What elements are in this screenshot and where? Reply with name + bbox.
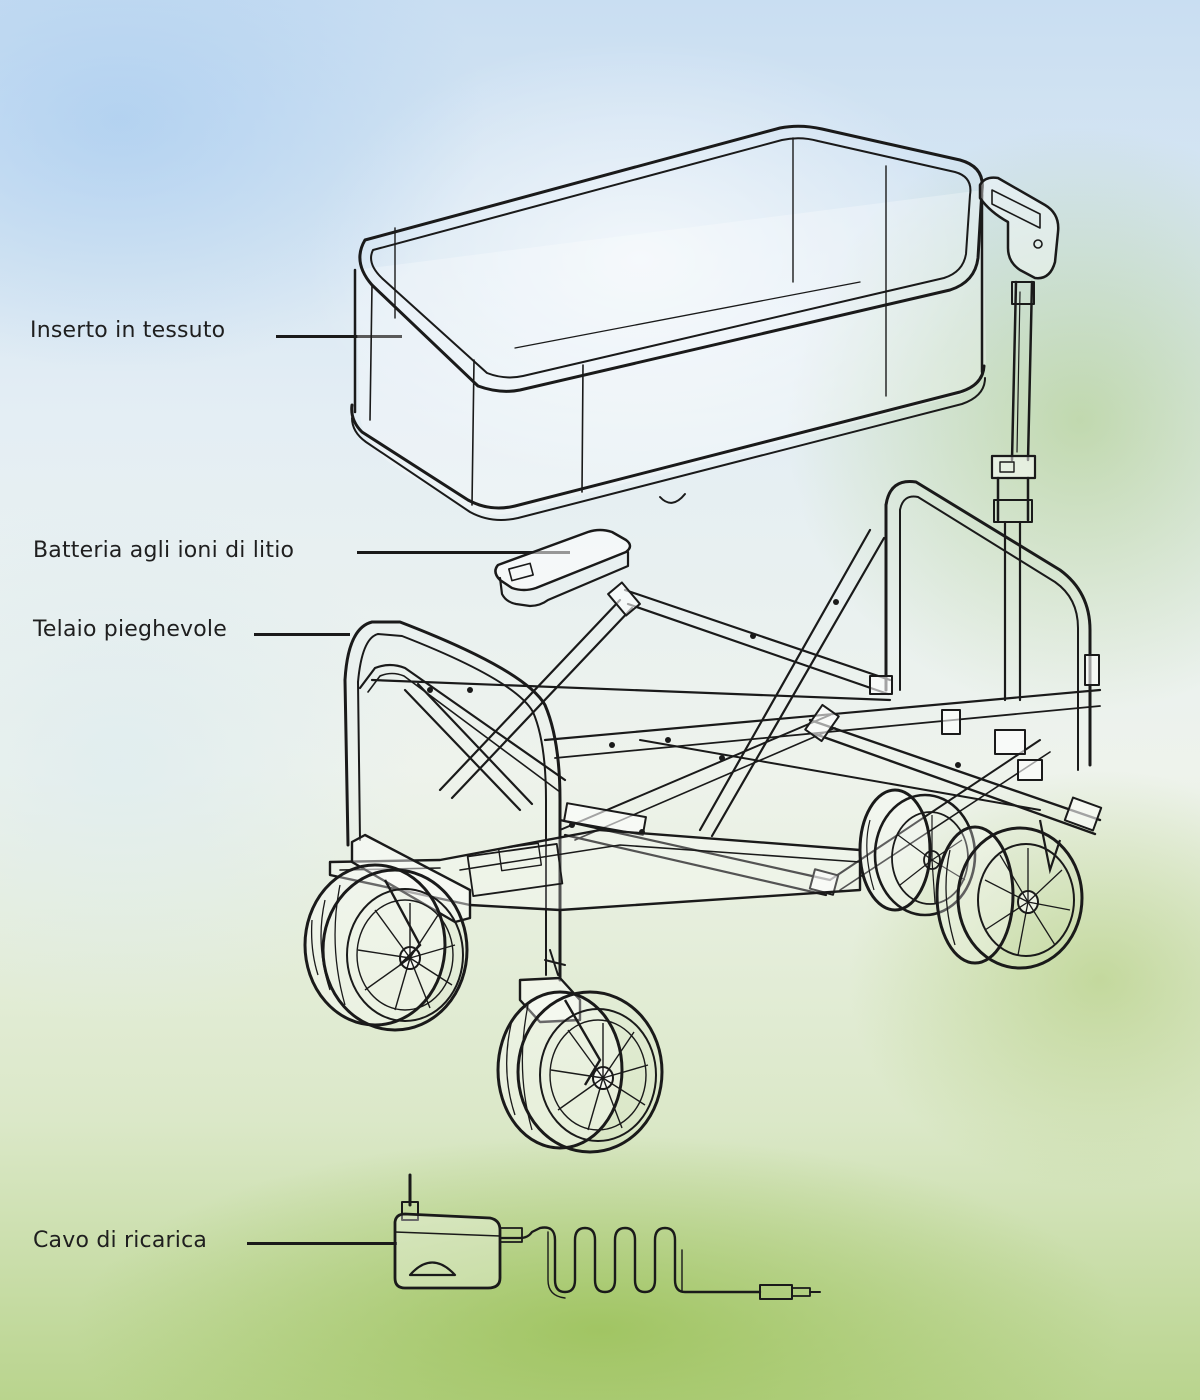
pull-handle-drawing bbox=[980, 178, 1058, 700]
label-charging-cable: Cavo di ricarica bbox=[33, 1228, 208, 1253]
leader-line-charging-cable bbox=[247, 1242, 397, 1245]
wheel-rear-front bbox=[937, 820, 1082, 968]
label-fabric-insert: Inserto in tessuto bbox=[30, 318, 226, 343]
leader-line-folding-frame bbox=[254, 633, 350, 636]
folding-frame-drawing bbox=[330, 481, 1101, 1022]
wheel-front-right bbox=[498, 992, 662, 1152]
label-battery: Batteria agli ioni di litio bbox=[33, 538, 295, 563]
fabric-insert-drawing bbox=[352, 126, 986, 520]
leader-line-fabric-insert bbox=[276, 335, 402, 338]
wheel-front-left bbox=[305, 865, 467, 1030]
leader-line-battery bbox=[357, 551, 570, 554]
label-folding-frame: Telaio pieghevole bbox=[33, 617, 227, 642]
battery-drawing bbox=[495, 530, 630, 606]
charging-cable-drawing bbox=[395, 1175, 820, 1299]
